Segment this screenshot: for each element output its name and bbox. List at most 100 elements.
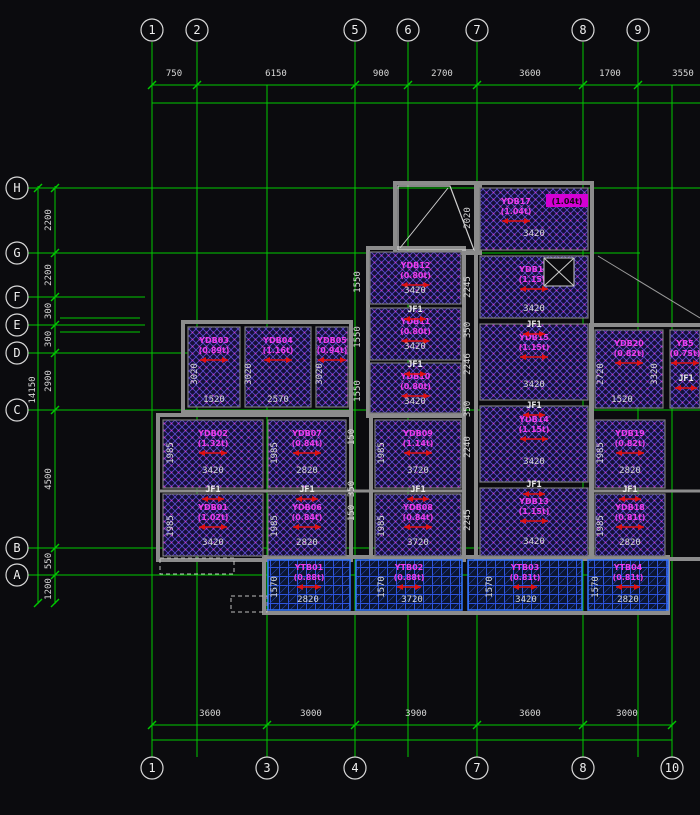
slab-hatch[interactable] [479, 487, 589, 557]
slab-hatch[interactable] [594, 329, 664, 409]
slab-panel-YDB18[interactable]: YDB18(0.81t) [594, 493, 666, 557]
jf1-text: JF1 [622, 485, 637, 495]
slab-panel-YDB14[interactable]: YDB14(1.15t) [479, 405, 589, 483]
slab-panel-YDB04[interactable]: YDB04(1.16t) [244, 326, 312, 408]
slab-layer: YDB03(0.89t)YDB04(1.16t)YDB05(0.94t) YDB0… [162, 187, 700, 557]
slab-hatch[interactable] [244, 326, 312, 408]
axis-bubble-top-2: 2 [185, 18, 209, 42]
slab-panel-YDB06[interactable]: YDB06(0.84t) [267, 493, 347, 557]
slab-hatch[interactable] [162, 493, 264, 557]
dimension-text: 2820 [619, 466, 641, 476]
slab-panel-YDB20[interactable]: YDB20(0.82t) [594, 329, 664, 409]
axis-bubble-label: 1 [148, 23, 155, 37]
slab-label-weight: (0.82t) [614, 349, 645, 358]
dimension-text: 3420 [523, 537, 545, 547]
axis-bubble-circle [343, 756, 367, 780]
slab-hatch[interactable] [369, 307, 462, 361]
slab-hatch[interactable] [479, 323, 589, 401]
slab-panel-YDB05[interactable]: YDB05(0.94t) [315, 326, 349, 408]
dimension-text: 3420 [404, 286, 426, 296]
slab-hatch[interactable] [374, 419, 462, 489]
slab-panel-YDB08[interactable]: YDB08(0.84t) [374, 493, 462, 557]
slab-panel-YDB03[interactable]: YDB03(0.89t) [187, 326, 241, 408]
axis-bubble-label: D [13, 346, 20, 360]
dim-tick-icon [33, 598, 43, 608]
dimension-text: 350 [463, 322, 473, 338]
axis-bubble-label: C [13, 403, 20, 417]
dimension-text: 1520 [203, 395, 225, 405]
dim-tick-icon [147, 80, 157, 90]
slab-panel-YDB02[interactable]: YDB02(1.32t) [162, 419, 264, 489]
slab-hatch[interactable] [162, 419, 264, 489]
axis-bubble-bottom-4: 4 [343, 756, 367, 780]
slab-hatch[interactable] [374, 493, 462, 557]
tray-grid[interactable] [587, 559, 669, 611]
axis-bubble-top-7: 7 [465, 18, 489, 42]
slab-hatch[interactable] [594, 419, 666, 489]
slab-label-id: YDB07 [291, 429, 322, 438]
slab-label-id: YDB03 [198, 336, 229, 345]
slab-hatch[interactable] [267, 493, 347, 557]
span-arrow-icon [199, 450, 227, 456]
stair-symbol [543, 257, 575, 287]
span-arrow-icon [407, 496, 429, 502]
tray-label-weight: (0.81t) [613, 573, 644, 582]
slab-hatch[interactable] [369, 251, 462, 305]
dimension-text: 2820 [617, 595, 639, 605]
slab-panel-YDB15[interactable]: YDB15(1.15t) [479, 323, 589, 401]
slab-panel-YDB11[interactable]: YDB11(0.80t) [369, 307, 462, 361]
axis-bubble-circle [140, 18, 164, 42]
bottom-dimension-text: 3900 [405, 709, 427, 719]
span-arrow-icon [200, 357, 228, 363]
dim-tick-icon [50, 348, 60, 358]
span-arrow-heads [404, 371, 426, 377]
axis-bubble-label: 8 [579, 23, 586, 37]
slab-hatch[interactable] [669, 329, 700, 409]
tray-grid[interactable] [267, 559, 351, 611]
slab-hatch[interactable] [369, 362, 462, 414]
tray-panel-YTB02[interactable]: YTB02(0.88t) [355, 559, 463, 611]
axis-bubble-circle [255, 756, 279, 780]
tray-grid[interactable] [355, 559, 463, 611]
slab-panel-YDB07[interactable]: YDB07(0.84t) [267, 419, 347, 489]
axis-bubble-top-9: 9 [626, 18, 650, 42]
axis-bubble-label: 8 [579, 761, 586, 775]
tray-grid[interactable] [467, 559, 583, 611]
slab-panel-YDB10[interactable]: YDB10(0.80t) [369, 362, 462, 414]
jf1-text: JF1 [526, 320, 541, 330]
tray-layer: YTB01(0.88t)YTB02(0.88t)YTB03(0.81t)YTB0… [267, 559, 669, 611]
slab-panel-YDB09[interactable]: YDB09(1.14t) [374, 419, 462, 489]
span-arrow-heads [523, 331, 545, 337]
highlight-box[interactable] [546, 194, 588, 207]
slab-panel-YDB12[interactable]: YDB12(0.80t) [369, 251, 462, 305]
tray-panel-YTB01[interactable]: YTB01(0.88t) [267, 559, 351, 611]
top-dimension-text: 750 [166, 69, 182, 79]
slab-panel-YB5[interactable]: YB5(0.75t) [669, 329, 700, 409]
span-arrow-icon [520, 436, 548, 442]
span-arrow-heads [520, 354, 548, 360]
slab-panel-YDB13[interactable]: YDB13(1.15t) [479, 487, 589, 557]
slab-hatch[interactable] [594, 493, 666, 557]
slab-hatch[interactable] [267, 419, 347, 489]
slab-hatch[interactable] [187, 326, 241, 408]
dim-tick-icon [262, 720, 272, 730]
slab-label-weight: (1.15t) [519, 425, 550, 434]
slab-panel-YDB19[interactable]: YDB19(0.82t) [594, 419, 666, 489]
top-dimension-text: 3600 [519, 69, 541, 79]
jf1-text: JF1 [526, 401, 541, 411]
selected-label-highlight[interactable]: (1.04t) [546, 194, 588, 207]
dimension-text: 3420 [523, 380, 545, 390]
span-arrow-heads [199, 450, 227, 456]
span-arrow-heads [293, 524, 321, 530]
span-arrow-icon [293, 450, 321, 456]
span-arrow-icon [616, 524, 644, 530]
top-dimension-text: 6150 [265, 69, 287, 79]
tray-panel-YTB04[interactable]: YTB04(0.81t) [587, 559, 669, 611]
slab-hatch[interactable] [315, 326, 349, 408]
slab-hatch[interactable] [479, 405, 589, 483]
slab-panel-YDB01[interactable]: YDB01(1.02t) [162, 493, 264, 557]
tray-panel-YTB03[interactable]: YTB03(0.81t) [467, 559, 583, 611]
jf1-text: JF1 [299, 485, 314, 495]
